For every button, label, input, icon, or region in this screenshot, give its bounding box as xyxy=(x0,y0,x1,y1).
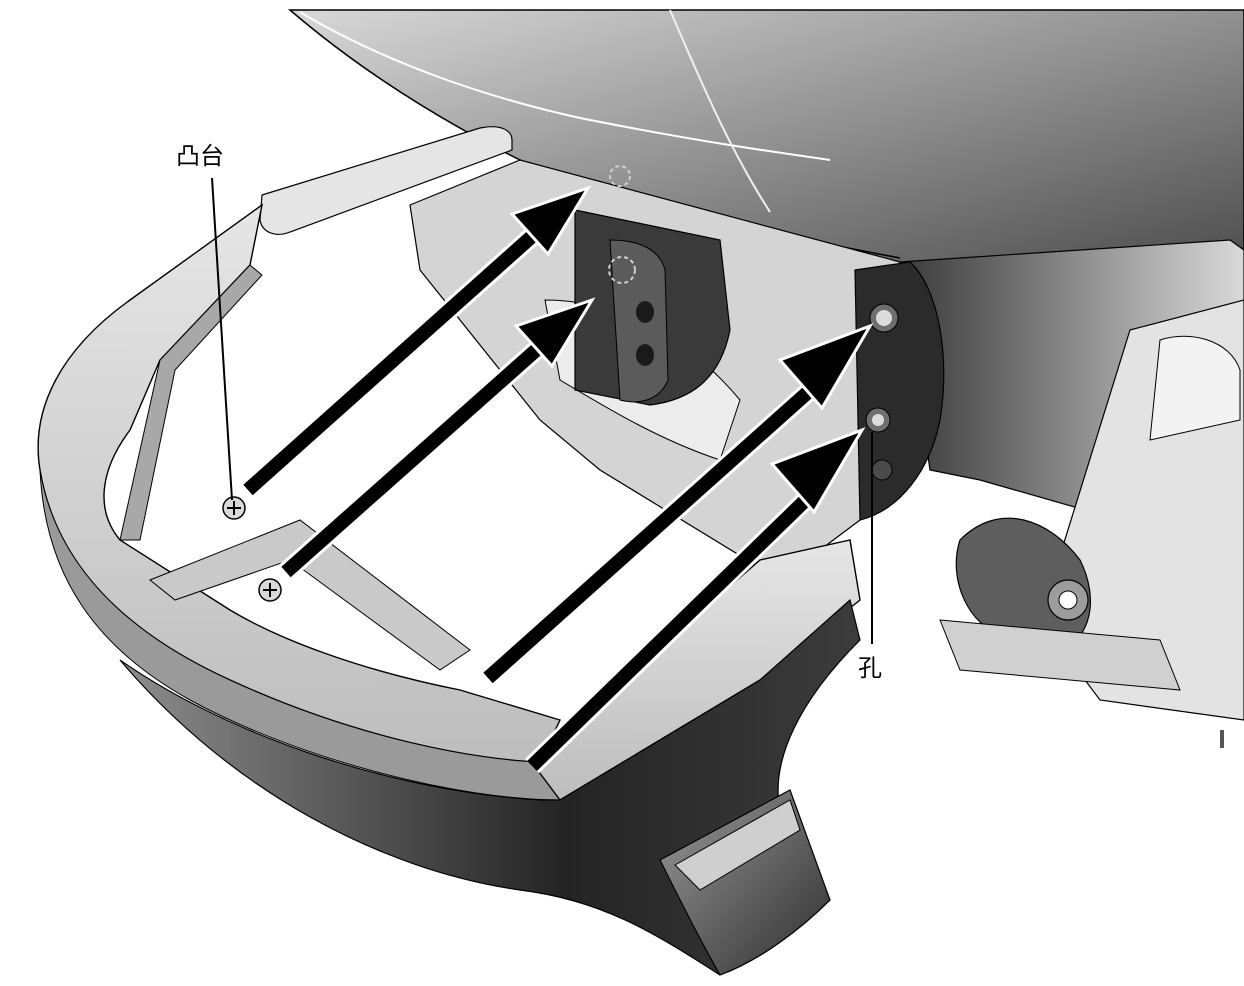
right-hinge-block xyxy=(854,239,1244,748)
front-frame xyxy=(37,203,861,801)
bracket-hole-lower xyxy=(636,344,654,366)
phillips-screw-icon xyxy=(222,496,246,520)
assembly-arrow-2 xyxy=(279,297,596,580)
assembly-arrow-3 xyxy=(481,323,874,686)
label-hole: 孔 xyxy=(858,654,882,682)
bracket-hole-upper xyxy=(636,301,654,323)
center-bracket xyxy=(574,165,731,406)
lower-body xyxy=(119,598,861,976)
phillips-screw-icon xyxy=(258,578,282,602)
callout-hole: 孔 xyxy=(858,432,882,682)
label-boss: 凸台 xyxy=(176,142,224,170)
side-lever xyxy=(259,126,513,235)
assembly-arrow-4 xyxy=(525,427,866,774)
assembly-arrow-1 xyxy=(241,185,592,498)
assembly-arrows xyxy=(241,185,874,774)
callout-boss: 凸台 xyxy=(176,142,233,501)
leader-line-boss xyxy=(211,177,233,501)
